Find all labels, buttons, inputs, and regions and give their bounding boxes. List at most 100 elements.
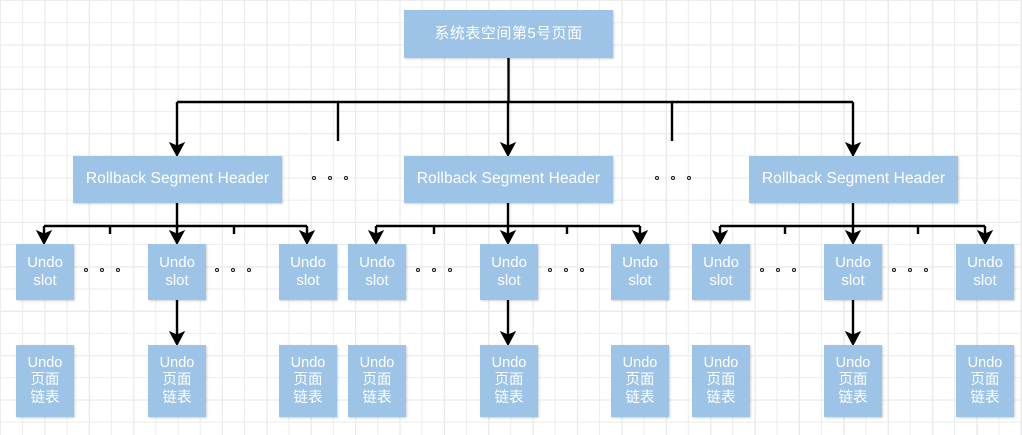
dot: [776, 268, 780, 272]
node-label-line1: Undo: [491, 355, 527, 372]
node-label-line3: 链表: [362, 389, 392, 406]
dot: [231, 268, 235, 272]
node-label-line1: Undo: [359, 355, 395, 372]
node-label: Rollback Segment Header: [416, 170, 601, 188]
dot: [448, 268, 452, 272]
node-rollback-segment-header-1[interactable]: Rollback Segment Header: [73, 156, 282, 203]
node-label-line1: Undo: [835, 355, 871, 372]
node-label-line3: 链表: [162, 389, 192, 406]
ellipsis-undo-slots: [84, 266, 120, 274]
node-label: 系统表空间第5号页面: [434, 25, 583, 43]
dot: [564, 268, 568, 272]
node-label-line3: 链表: [30, 389, 60, 406]
node-label-line1: Undo: [290, 355, 326, 372]
node-label-line2: 页面: [970, 372, 1000, 389]
node-label-line2: 页面: [494, 372, 524, 389]
node-system-tablespace-page5[interactable]: 系统表空间第5号页面: [404, 10, 613, 58]
dot: [328, 176, 332, 180]
node-label-line2: slot: [365, 272, 389, 289]
node-label-line3: 链表: [970, 389, 1000, 406]
node-label-line1: Undo: [491, 254, 527, 272]
dot: [432, 268, 436, 272]
node-label-line2: 页面: [293, 372, 323, 389]
dot: [116, 268, 120, 272]
node-label-line3: 链表: [293, 389, 323, 406]
node-label-line2: slot: [296, 272, 320, 289]
node-label-line1: Undo: [967, 254, 1003, 272]
node-label-line1: Undo: [27, 355, 63, 372]
ellipsis-rollback-segments-2: [655, 174, 691, 182]
dot: [924, 268, 928, 272]
node-label-line2: slot: [841, 272, 865, 289]
node-label-line2: 页面: [706, 372, 736, 389]
node-label-line3: 链表: [706, 389, 736, 406]
ellipsis-rollback-segments-1: [312, 174, 348, 182]
dot: [344, 176, 348, 180]
node-label-line1: Undo: [359, 254, 395, 272]
node-label-line2: 页面: [30, 372, 60, 389]
node-rollback-segment-header-2[interactable]: Rollback Segment Header: [404, 156, 613, 203]
ellipsis-undo-slots: [548, 266, 584, 274]
node-label-line1: Undo: [290, 254, 326, 272]
dot: [580, 268, 584, 272]
node-label-line1: Undo: [159, 355, 195, 372]
node-label-line1: Undo: [967, 355, 1003, 372]
dot: [908, 268, 912, 272]
node-label-line2: 页面: [162, 372, 192, 389]
node-label-line2: slot: [973, 272, 997, 289]
dot: [247, 268, 251, 272]
node-label-line1: Undo: [27, 254, 63, 272]
dot: [760, 268, 764, 272]
node-label-line3: 链表: [494, 389, 524, 406]
node-label: Rollback Segment Header: [761, 170, 946, 188]
ellipsis-undo-slots: [892, 266, 928, 274]
ellipsis-undo-slots: [215, 266, 251, 274]
ellipsis-undo-slots: [416, 266, 452, 274]
dot: [687, 176, 691, 180]
dot: [548, 268, 552, 272]
node-label-line2: slot: [628, 272, 652, 289]
node-rollback-segment-header-3[interactable]: Rollback Segment Header: [749, 156, 958, 203]
node-label-line2: slot: [165, 272, 189, 289]
node-label-line1: Undo: [835, 254, 871, 272]
node-label-line3: 链表: [625, 389, 655, 406]
node-label: Rollback Segment Header: [85, 170, 270, 188]
dot: [655, 176, 659, 180]
dot: [312, 176, 316, 180]
dot: [892, 268, 896, 272]
node-label-line2: slot: [709, 272, 733, 289]
dot: [416, 268, 420, 272]
dot: [100, 268, 104, 272]
dot: [671, 176, 675, 180]
dot: [215, 268, 219, 272]
node-label-line2: 页面: [838, 372, 868, 389]
dot: [792, 268, 796, 272]
node-label-line2: 页面: [362, 372, 392, 389]
dot: [84, 268, 88, 272]
node-label-line1: Undo: [703, 355, 739, 372]
ellipsis-undo-slots: [760, 266, 796, 274]
node-label-line1: Undo: [622, 254, 658, 272]
node-label-line2: slot: [497, 272, 521, 289]
node-label-line2: 页面: [625, 372, 655, 389]
